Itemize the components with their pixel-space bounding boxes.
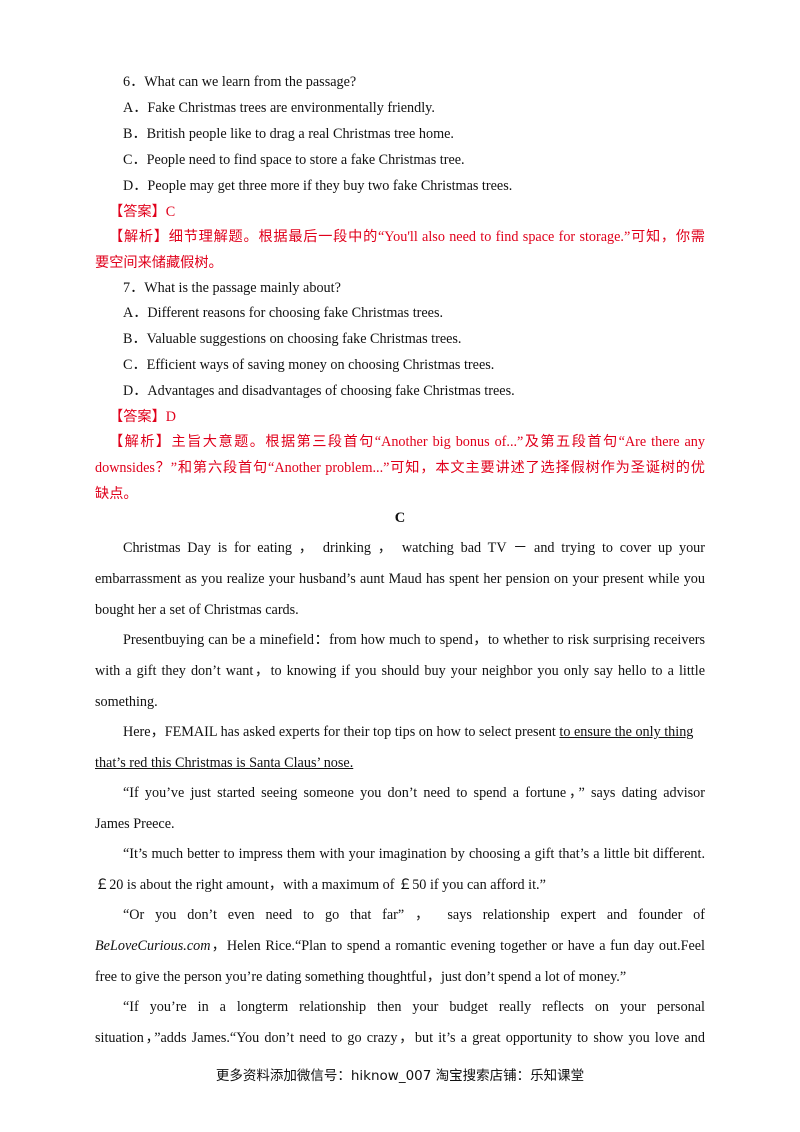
p6-line1: “Or you don’t even need to go that far” … xyxy=(123,907,705,923)
p4-line1: “If you’ve just started seeing someone y… xyxy=(123,785,705,801)
q7-option-b: B．Valuable suggestions on choosing fake … xyxy=(123,331,462,347)
passage-paragraph-2: Presentbuying can be a minefield：from ho… xyxy=(95,625,705,718)
p5-line1: “It’s much better to impress them with y… xyxy=(123,846,705,862)
q6-option-a: A．Fake Christmas trees are environmental… xyxy=(123,100,435,116)
passage-paragraph-6: “Or you don’t even need to go that far” … xyxy=(95,900,705,993)
q6-analysis: 【解析】细节理解题。根据最后一段中的“You'll also need to f… xyxy=(95,224,705,276)
q6-option-c: C．People need to find space to store a f… xyxy=(123,152,465,168)
q7-answer: 【答案】D xyxy=(109,409,176,425)
p7-line2: situation，”adds James.“You don’t need to… xyxy=(95,1030,705,1046)
q7-analysis-line3: 缺点。 xyxy=(95,486,138,502)
q6-analysis-line1: 【解析】细节理解题。根据最后一段中的“You'll also need to f… xyxy=(109,229,705,245)
p7-line1: “If you’re in a longterm relationship th… xyxy=(123,999,705,1015)
q7-analysis-line2: downsides？”和第六段首句“Another problem...”可知，… xyxy=(95,460,705,476)
p2-line1: Presentbuying can be a minefield：from ho… xyxy=(123,632,705,648)
p1-line2: embarrassment as you realize your husban… xyxy=(95,571,705,587)
q6-option-d: D．People may get three more if they buy … xyxy=(123,178,513,194)
p1-line1: Christmas Day is for eating ， drinking ，… xyxy=(123,540,705,556)
p5-line2: ￡20 is about the right amount，with a max… xyxy=(95,877,546,893)
p1-line3: bought her a set of Christmas cards. xyxy=(95,602,299,618)
p2-line2: with a gift they don’t want，to knowing i… xyxy=(95,663,705,679)
website-name: BeLoveCurious.com xyxy=(95,938,211,954)
p3-underlined-phrase-1: to ensure the only thing xyxy=(559,724,694,740)
section-title: C xyxy=(394,510,406,526)
passage-paragraph-7: “If you’re in a longterm relationship th… xyxy=(95,992,705,1054)
q7-option-a: A．Different reasons for choosing fake Ch… xyxy=(123,305,444,321)
p6-line2-text: ，Helen Rice.“Plan to spend a romantic ev… xyxy=(210,938,705,954)
passage-paragraph-3: Here，FEMAIL has asked experts for their … xyxy=(95,717,705,779)
passage-paragraph-5: “It’s much better to impress them with y… xyxy=(95,839,705,901)
q7-option-d: D．Advantages and disadvantages of choosi… xyxy=(123,383,515,399)
p2-line3: something. xyxy=(95,694,158,710)
q6-option-b: B．British people like to drag a real Chr… xyxy=(123,126,454,142)
p3-line1-text: Here，FEMAIL has asked experts for their … xyxy=(123,724,560,740)
question-6: 6．What can we learn from the passage? xyxy=(123,74,357,90)
q6-analysis-line2: 要空间来储藏假树。 xyxy=(95,255,223,271)
question-7: 7．What is the passage mainly about? xyxy=(123,280,341,296)
q7-option-c: C．Efficient ways of saving money on choo… xyxy=(123,357,495,373)
passage-paragraph-1: Christmas Day is for eating ， drinking ，… xyxy=(95,533,705,626)
p4-line2: James Preece. xyxy=(95,816,175,832)
q7-analysis-line1: 【解析】主旨大意题。根据第三段首句“Another big bonus of..… xyxy=(109,434,705,450)
p6-line2: BeLoveCurious.com，Helen Rice.“Plan to sp… xyxy=(95,931,705,962)
passage-paragraph-4: “If you’ve just started seeing someone y… xyxy=(95,778,705,840)
page-footer: 更多资料添加微信号：hiknow_007 淘宝搜索店铺：乐知课堂 xyxy=(215,1068,585,1084)
p6-line3: free to give the person you’re dating so… xyxy=(95,969,627,985)
q7-analysis: 【解析】主旨大意题。根据第三段首句“Another big bonus of..… xyxy=(95,429,705,507)
p3-underlined-phrase-2: that’s red this Christmas is Santa Claus… xyxy=(95,755,354,771)
q6-answer: 【答案】C xyxy=(109,204,176,220)
p3-line1: Here，FEMAIL has asked experts for their … xyxy=(95,717,705,748)
